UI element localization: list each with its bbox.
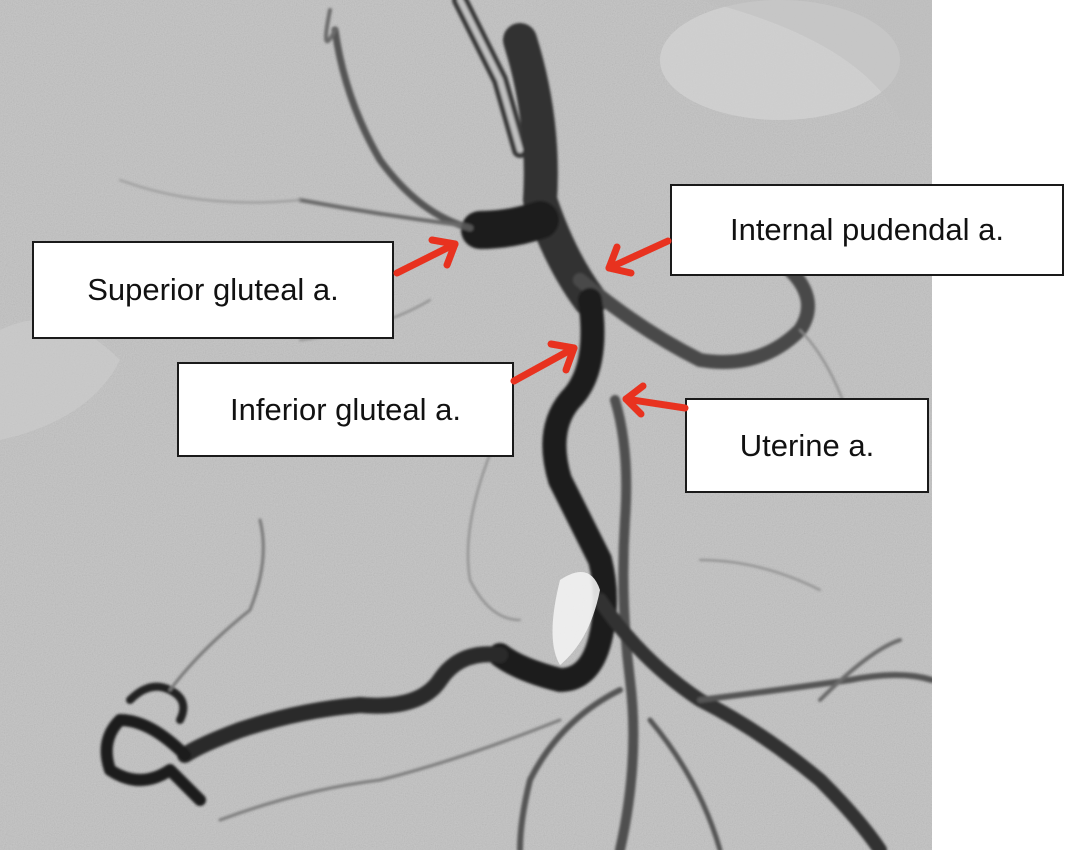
inferior-gluteal-label: Inferior gluteal a. xyxy=(177,362,514,457)
internal-pudendal-text: Internal pudendal a. xyxy=(729,212,1005,247)
superior-gluteal-text: Superior gluteal a. xyxy=(87,272,339,307)
internal-pudendal-label: Internal pudendal a. xyxy=(670,184,1064,276)
inferior-gluteal-text: Inferior gluteal a. xyxy=(230,391,461,427)
uterine-label: Uterine a. xyxy=(685,398,929,493)
superior-gluteal-label: Superior gluteal a. xyxy=(32,241,394,339)
uterine-text: Uterine a. xyxy=(739,427,875,463)
